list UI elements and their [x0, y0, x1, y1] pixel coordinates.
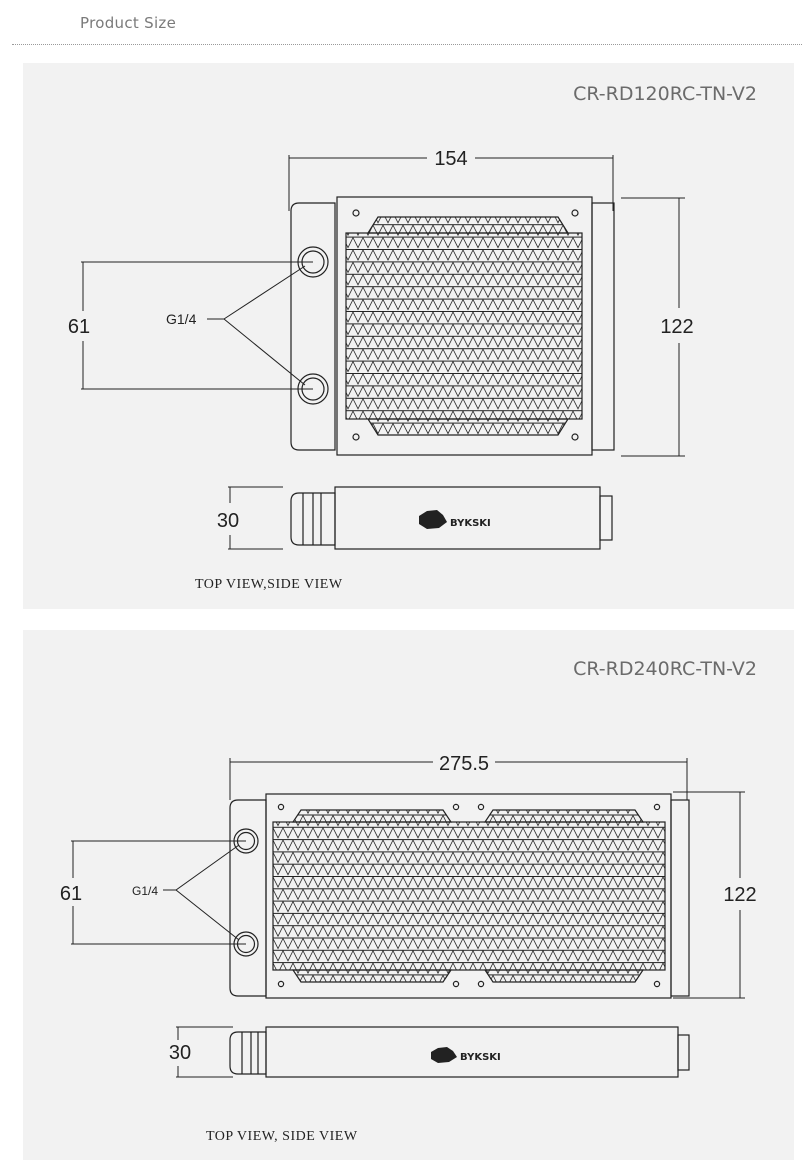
- screw-hole: [277, 980, 285, 988]
- port-spacing-label: 61: [60, 883, 82, 905]
- fin-core: [345, 232, 583, 420]
- bottom-fin-strip-left: [291, 969, 453, 983]
- drawing-120: CR-RD120RC-TN-V2 154 122: [68, 83, 757, 592]
- side-end-tank: [290, 492, 336, 546]
- port-thread-label: G1/4: [132, 884, 158, 898]
- product-panel-120: CR-RD120RC-TN-V2 154 122: [23, 63, 794, 609]
- width-dimension: 275.5: [229, 753, 688, 800]
- end-cap: [670, 799, 690, 997]
- screw-hole: [477, 980, 485, 988]
- radiator-top-view: [229, 793, 690, 999]
- port-spacing-dimension: 61: [60, 840, 246, 945]
- width-dimension: 154: [288, 148, 614, 211]
- model-number: CR-RD120RC-TN-V2: [573, 83, 757, 105]
- screw-hole: [277, 803, 285, 811]
- drawing-240: CR-RD240RC-TN-V2 275.5 122: [60, 658, 757, 1144]
- bottom-fin-strip-right: [483, 969, 645, 983]
- thickness-dimension-label: 30: [217, 510, 239, 532]
- brand-logo-icon: [419, 510, 447, 529]
- screw-hole: [653, 980, 661, 988]
- end-tank: [229, 799, 267, 997]
- brand-logo-icon: [431, 1047, 457, 1063]
- height-dimension-label: 122: [723, 884, 756, 906]
- bottom-fin-strip: [366, 418, 570, 436]
- brand-logo-text: BYKSKI: [460, 1052, 501, 1063]
- side-end-cap: [677, 1034, 690, 1071]
- port-callout: G1/4: [132, 844, 240, 941]
- end-tank: [290, 202, 336, 451]
- port-callout: G1/4: [166, 265, 306, 386]
- header-divider: [12, 44, 802, 45]
- width-dimension-label: 275.5: [439, 753, 489, 775]
- radiator-top-view: [290, 196, 615, 456]
- screw-hole: [571, 433, 579, 441]
- top-fin-strip-left: [291, 809, 453, 823]
- end-cap: [591, 202, 615, 451]
- section-title: Product Size: [80, 14, 177, 32]
- screw-hole: [653, 803, 661, 811]
- thickness-dimension-label: 30: [169, 1042, 191, 1064]
- top-fin-strip: [366, 216, 570, 234]
- side-end-tank: [229, 1031, 267, 1075]
- height-dimension: 122: [673, 791, 757, 999]
- fin-core: [272, 821, 666, 971]
- port-thread-label: G1/4: [166, 311, 197, 327]
- brand-logo-text: BYKSKI: [450, 518, 491, 529]
- screw-hole: [452, 980, 460, 988]
- port-spacing-dimension: 61: [68, 261, 313, 390]
- port-spacing-label: 61: [68, 316, 90, 338]
- screw-hole: [352, 433, 360, 441]
- top-fin-strip-right: [483, 809, 645, 823]
- views-caption: TOP VIEW,SIDE VIEW: [195, 577, 343, 592]
- width-dimension-label: 154: [434, 148, 467, 170]
- screw-hole: [571, 209, 579, 217]
- height-dimension: 122: [621, 197, 694, 457]
- screw-hole: [352, 209, 360, 217]
- radiator-side-view: 30 BYKSKI: [217, 486, 613, 550]
- screw-hole: [477, 803, 485, 811]
- side-end-cap: [599, 495, 613, 541]
- views-caption: TOP VIEW, SIDE VIEW: [206, 1129, 358, 1144]
- height-dimension-label: 122: [660, 316, 693, 338]
- model-number: CR-RD240RC-TN-V2: [573, 658, 757, 680]
- radiator-side-view: 30 BYKSKI: [169, 1026, 690, 1078]
- screw-hole: [452, 803, 460, 811]
- product-panel-240: CR-RD240RC-TN-V2 275.5 122: [23, 630, 794, 1160]
- section-header: Product Size: [0, 0, 811, 46]
